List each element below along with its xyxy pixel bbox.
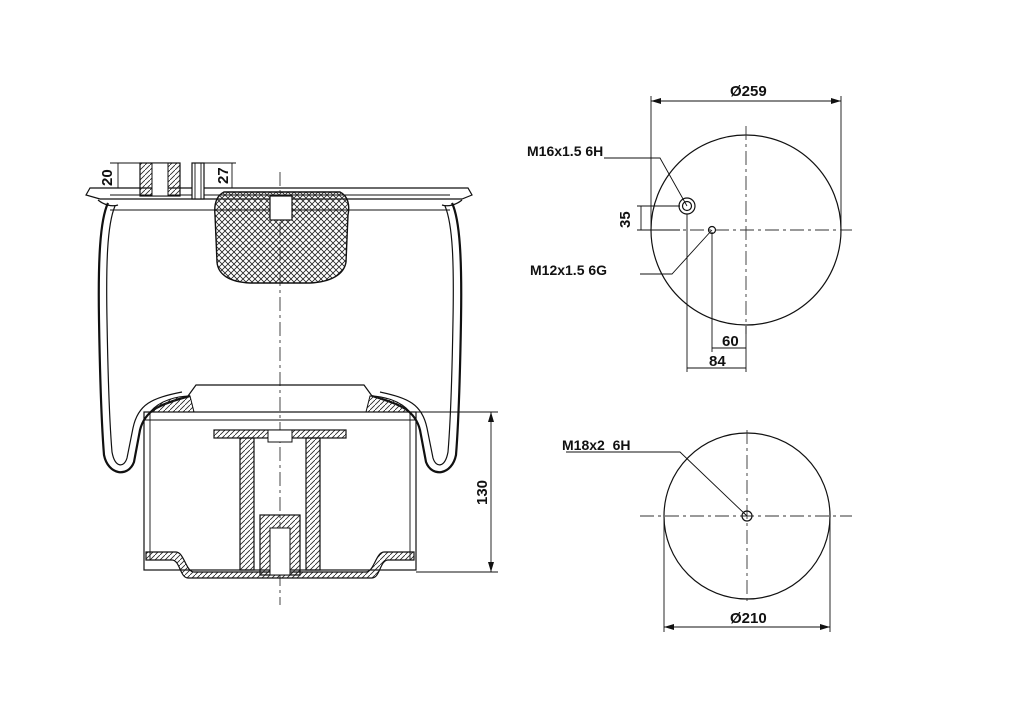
base-thread-hole — [741, 510, 753, 522]
dim-130: 130 — [416, 411, 498, 573]
air-port-thread-label: M16x1.5 6H — [527, 143, 603, 159]
side-section-view: 20 27 — [85, 162, 498, 605]
dim-20: 20 — [99, 162, 140, 189]
bottom-diameter-label: Ø210 — [730, 610, 767, 627]
bump-stop — [214, 191, 350, 284]
base-thread-label: M18x2 6H — [562, 437, 630, 453]
mounting-stud — [191, 162, 205, 200]
offset-air-label: 84 — [709, 353, 726, 370]
piston — [143, 384, 417, 579]
top-diameter-label: Ø259 — [730, 83, 767, 100]
offset-stud-label: 60 — [722, 333, 739, 350]
air-fitting — [139, 162, 181, 197]
bottom-view: M18x2 6H Ø210 — [562, 430, 852, 632]
top-view: Ø259 M16x1.5 6H M12x1.5 6G 35 60 84 — [527, 83, 852, 372]
dim-stud-label: 27 — [215, 167, 232, 184]
stud-thread-label: M12x1.5 6G — [530, 262, 607, 278]
dim-top-plate-label: 20 — [99, 169, 116, 186]
dim-27: 27 — [204, 162, 236, 189]
dim-height-label: 130 — [474, 480, 491, 505]
offset-y-label: 35 — [617, 211, 634, 228]
